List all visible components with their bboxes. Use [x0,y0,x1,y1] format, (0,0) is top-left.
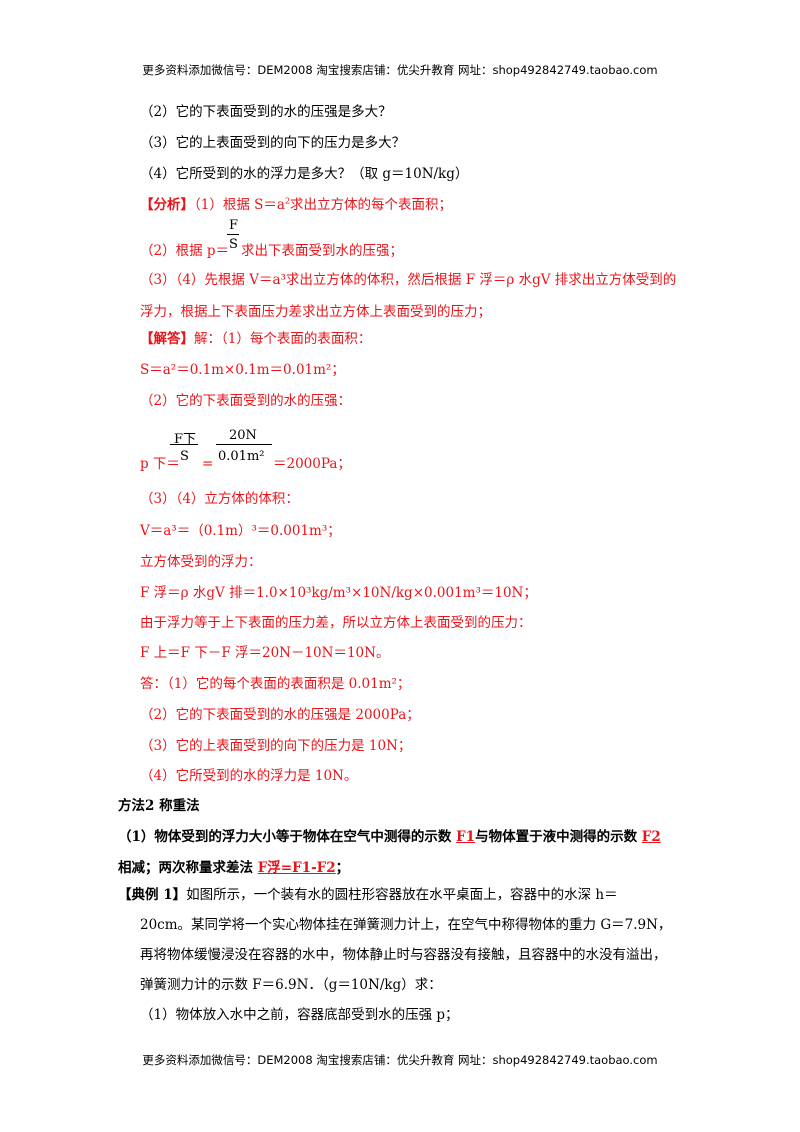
m2-F2: F2 [641,829,661,845]
example-tag: 【典例 1】 [118,887,187,903]
analysis-line-3: （3）（4）先根据 V＝a³求出立方体的体积，然后根据 F 浮＝ρ 水gV 排求… [140,272,677,288]
answer-line-34: （3）（4）立方体的体积： [140,491,299,507]
analysis-tag: 【分析】 [140,197,194,213]
m2-formula: F浮=F1-F2 [257,860,336,876]
answer-line-2: （2）它的下表面受到的水的压强： [140,393,352,409]
analysis-line-2: （2）根据 p＝ 求出下表面受到水的压强； [140,242,403,260]
answer-1: 解：（1）每个表面的表面积： [194,331,372,347]
example-line-1: 【典例 1】如图所示，一个装有水的圆柱形容器放在水平桌面上，容器中的水深 h＝ [118,886,618,904]
fraction-bar-2 [170,444,198,445]
answer-line-34e: 由于浮力等于上下表面的压力差，所以立方体上表面受到的压力： [140,615,532,631]
final-answer-4: （4）它所受到的水的浮力是 10N。 [140,768,358,784]
answer-line-34d: F 浮＝ρ 水gV 排＝1.0×10³kg/m³×10N/kg×0.001m³＝… [140,585,537,601]
fraction-20N-numerator: 20N [229,428,257,443]
page-footer: 更多资料添加微信号：DEM2008 淘宝搜索店铺：优尖升教育 网址：shop49… [142,1053,658,1067]
answer-line-34c: 立方体受到的浮力： [140,554,262,570]
question-3: （3）它的上表面受到的向下的压力是多大？ [140,135,406,151]
fraction-Fdown-numerator: F下 [174,432,197,447]
fraction-area-denominator: 0.01m² [218,449,265,464]
example-line-2: 20cm。某同学将一个实心物体挂在弹簧测力计上，在空气中称得物体的重力 G＝7.… [140,917,672,933]
method-2-line-2: 相减；两次称量求差法 F浮=F1-F2； [118,859,349,877]
fraction-bar-3 [216,444,272,445]
question-2: （2）它的下表面受到的水的压强是多大？ [140,104,392,120]
answer-line-2b-lhs: p 下＝ [140,456,180,472]
answer-line-34f: F 上＝F 下－F 浮＝20N－10N＝10N。 [140,645,390,661]
m2-line2b: ； [335,860,350,876]
m2-F1: F1 [456,829,476,845]
m2-line2a: 相减；两次称量求差法 [118,860,258,876]
method-2-line-1: （1）物体受到的浮力大小等于物体在空气中测得的示数 F1与物体置于液中测得的示数… [118,828,661,846]
final-answer-1: 答：（1）它的每个表面的表面积是 0.01m²； [140,676,411,692]
answer-line-1: 【解答】解：（1）每个表面的表面积： [140,330,371,348]
final-answer-2: （2）它的下表面受到的水的压强是 2000Pa； [140,707,420,723]
example-line-4: 弹簧测力计的示数 F＝6.9N．（g＝10N/kg）求： [140,977,442,993]
answer-line-34b: V＝a³＝（0.1m）³＝0.001m³； [140,523,341,539]
example-1: 如图所示，一个装有水的圆柱形容器放在水平桌面上，容器中的水深 h＝ [186,887,618,903]
analysis-2a: （2）根据 p＝ [140,243,230,259]
answer-tag: 【解答】 [140,331,194,347]
analysis-line-1: 【分析】（1）根据 S＝a2求出立方体的每个表面积； [140,196,453,213]
method-2-heading: 方法2 称重法 [118,798,200,814]
fraction-F-numerator: F [229,218,239,233]
analysis-2b: 求出下表面受到水的压强； [241,243,404,259]
final-answer-3: （3）它的上表面受到的向下的压力是 10N； [140,738,412,754]
question-4: （4）它所受到的水的浮力是多大？（取 g＝10N/kg） [140,166,469,182]
page-header: 更多资料添加微信号：DEM2008 淘宝搜索店铺：优尖升教育 网址：shop49… [142,63,658,77]
analysis-1a: （1）根据 S＝a [194,197,285,213]
analysis-1b: 求出立方体的每个表面积； [290,197,453,213]
answer-line-1b: S＝a²＝0.1m×0.1m＝0.01m²； [140,362,345,378]
example-line-5: （1）物体放入水中之前，容器底部受到水的压强 p； [140,1007,459,1023]
example-line-3: 再将物体缓慢浸没在容器的水中，物体静止时与容器没有接触，且容器中的水没有溢出， [140,947,667,963]
answer-line-2b-rhs: ＝2000Pa； [273,456,351,472]
fraction-bar-1 [227,234,239,235]
m2-line1b: 与物体置于液中测得的示数 [475,829,642,845]
fraction-S-denominator: S [229,237,238,252]
fraction-S2-denominator: S [180,449,189,464]
analysis-line-3b: 浮力，根据上下表面压力差求出立方体上表面受到的压力； [140,304,491,320]
answer-line-2b-equals: = [202,456,214,472]
m2-line1a: （1）物体受到的浮力大小等于物体在空气中测得的示数 [118,829,457,845]
